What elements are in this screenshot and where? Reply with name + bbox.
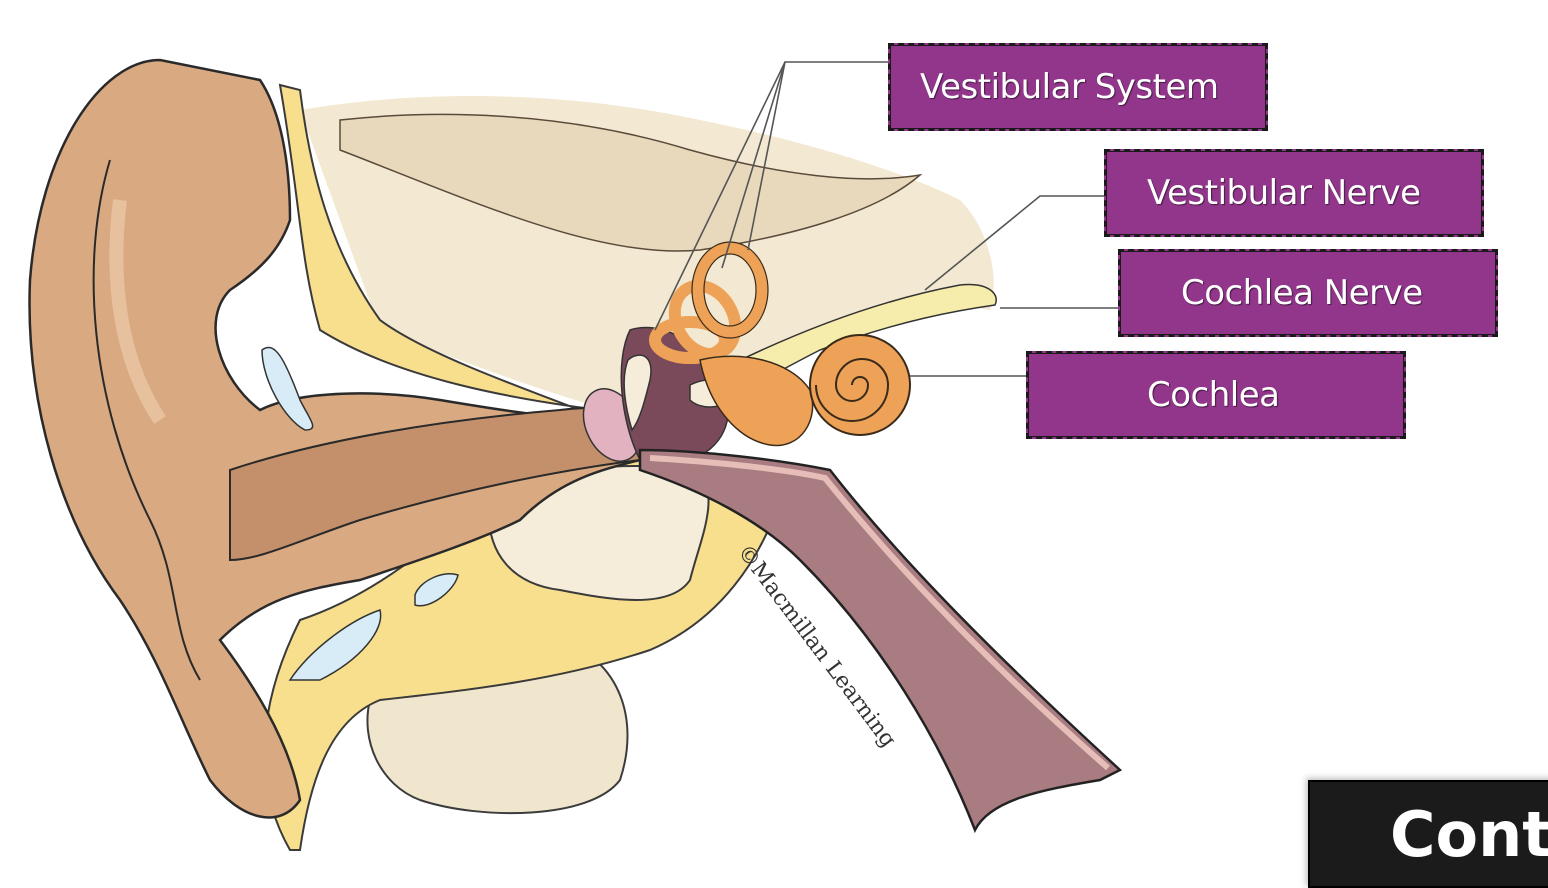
label-text: Vestibular System — [920, 67, 1219, 107]
cartilage-region — [263, 83, 782, 851]
skull-surface — [339, 113, 923, 252]
cochlear-vestibular-nerve — [719, 283, 997, 396]
fluid-pocket — [288, 609, 382, 681]
label-cochlea[interactable]: Cochlea — [1026, 351, 1406, 439]
cochlea-structure — [809, 334, 911, 436]
eustachian-tube — [638, 448, 1123, 834]
ossicles — [623, 354, 652, 432]
vestibule — [699, 355, 814, 447]
fluid-pocket — [261, 346, 314, 431]
pinna-fold — [92, 159, 201, 681]
continue-button[interactable]: Conti — [1308, 780, 1548, 888]
label-text: Cochlea — [1147, 375, 1280, 415]
label-vestibular-system[interactable]: Vestibular System — [888, 43, 1268, 131]
semicircular-canals — [649, 242, 768, 364]
label-text: Vestibular Nerve — [1147, 173, 1421, 213]
pinna-highlight — [109, 199, 166, 424]
leader-vestibular-nerve — [924, 195, 1104, 291]
leader-lines — [654, 61, 1118, 377]
eustachian-tube-lining — [649, 455, 1110, 771]
continue-button-label: Conti — [1390, 797, 1548, 871]
fluid-pocket — [414, 573, 459, 607]
label-text: Cochlea Nerve — [1181, 273, 1423, 313]
label-vestibular-nerve[interactable]: Vestibular Nerve — [1104, 149, 1484, 237]
label-cochlea-nerve[interactable]: Cochlea Nerve — [1118, 249, 1498, 337]
pinna — [28, 58, 642, 819]
